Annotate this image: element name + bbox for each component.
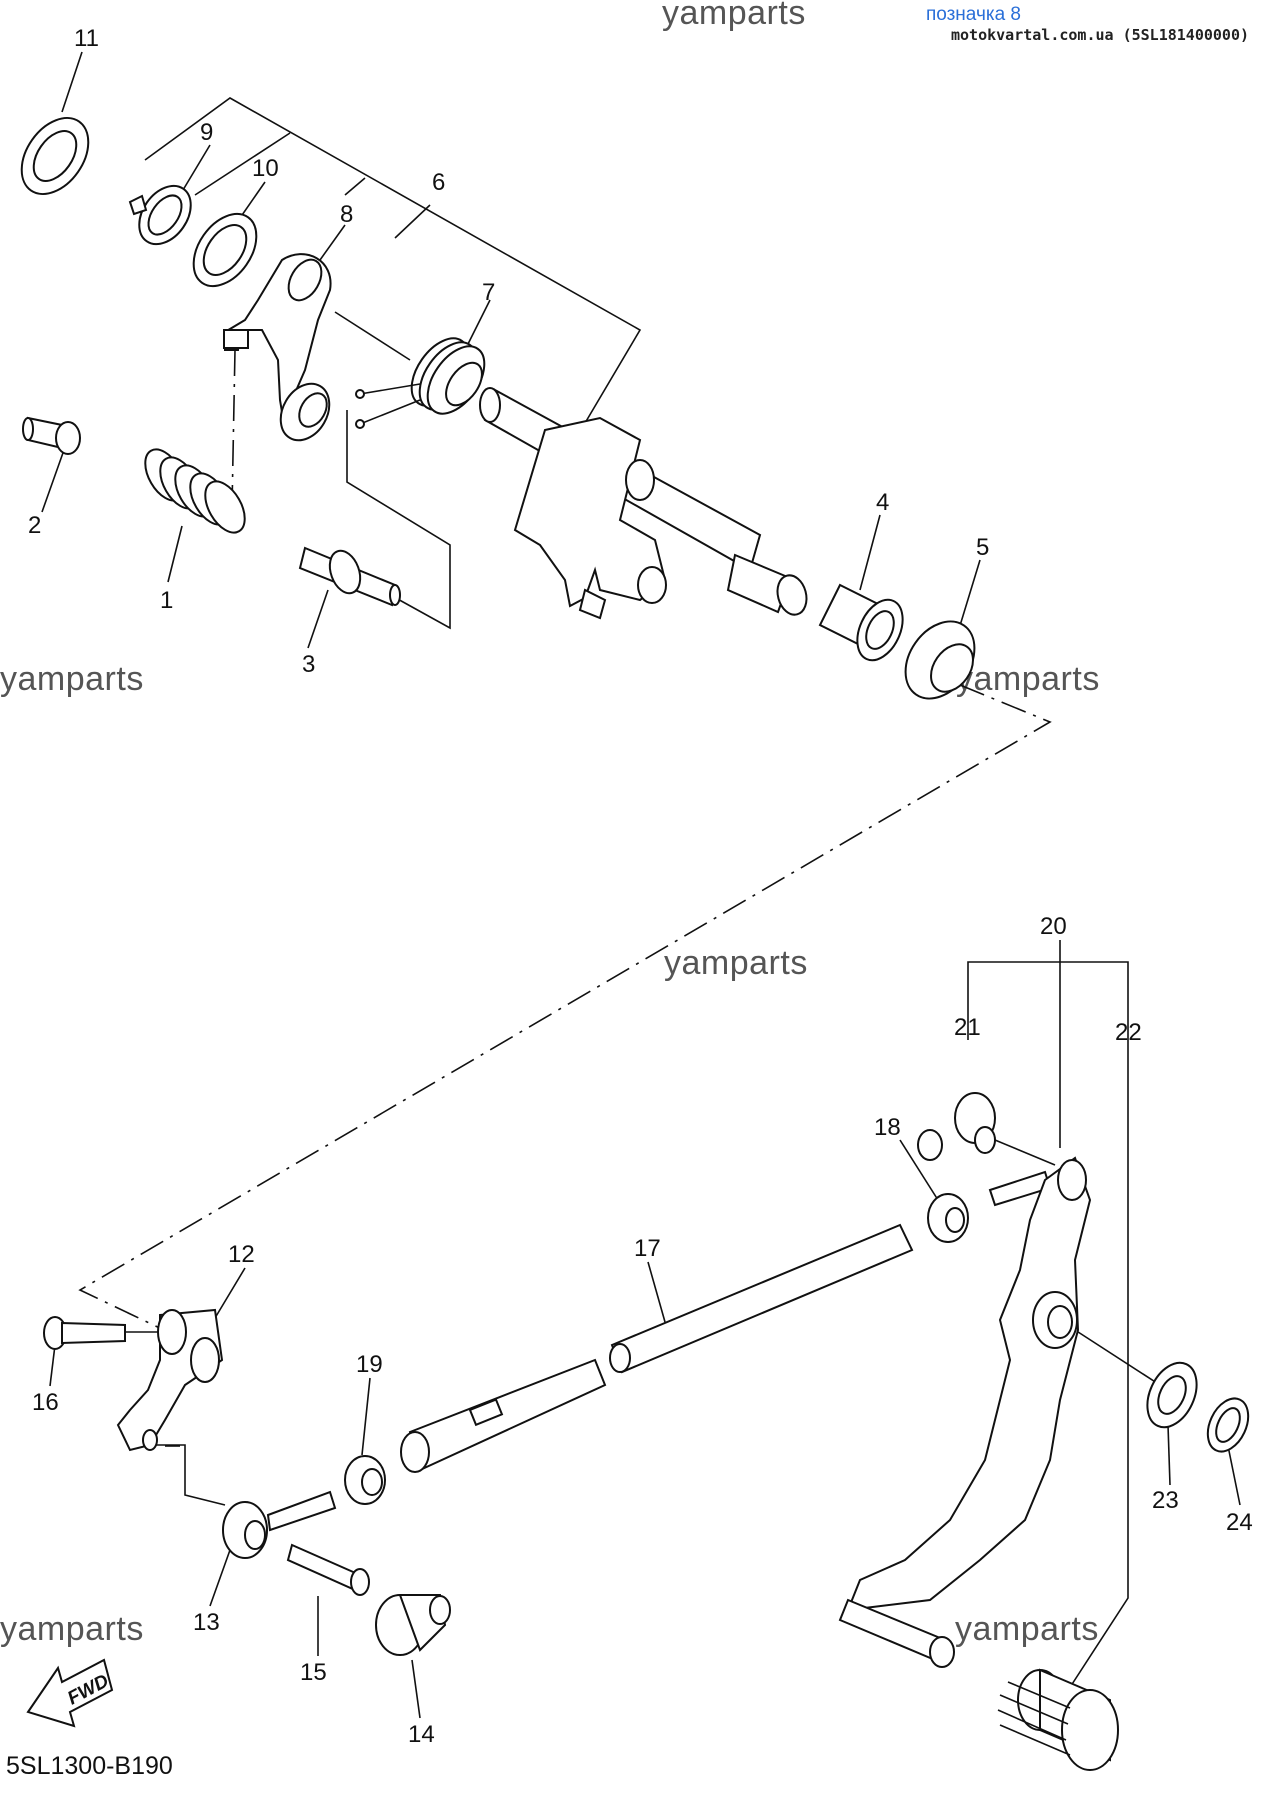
centerlines [78, 349, 1052, 1333]
callout-11: 11 [74, 25, 99, 52]
callout-2: 2 [28, 512, 41, 539]
part-9-circlip [128, 184, 192, 246]
callout-17: 17 [634, 1235, 661, 1262]
fwd-arrow-icon: FWD [26, 1658, 114, 1728]
leader-lines [41, 51, 1241, 1719]
header-badge: позначка 8 [925, 4, 1021, 25]
part-6-shift-shaft [479, 387, 808, 620]
part-5-oil-seal [904, 620, 976, 700]
part-2-pin [22, 416, 81, 455]
part-13-joint [222, 1490, 337, 1559]
watermark-right-lower: yamparts [955, 1610, 1099, 1648]
callout-16: 16 [32, 1389, 59, 1416]
callout-1: 1 [160, 587, 173, 614]
part-17-shift-rod [400, 1223, 914, 1473]
callout-10: 10 [252, 155, 279, 182]
callout-8: 8 [340, 201, 353, 228]
watermark-top: yamparts [662, 0, 806, 32]
part-4-collar [818, 583, 904, 662]
part-22-pedal-rubber [997, 1668, 1119, 1771]
callout-9: 9 [200, 119, 213, 146]
part-7-spring [355, 337, 486, 429]
part-23-washer [1146, 1361, 1198, 1429]
callout-14: 14 [408, 1721, 435, 1748]
callout-6: 6 [432, 169, 445, 196]
callout-24: 24 [1226, 1509, 1253, 1536]
part-8-lever [223, 253, 332, 442]
callout-15: 15 [300, 1659, 327, 1686]
part-3-stud [298, 546, 401, 607]
part-16-bolt [43, 1316, 126, 1350]
part-21-joint [917, 1092, 1052, 1207]
watermark-left-upper: yamparts [0, 660, 144, 698]
part-18-nut [927, 1193, 969, 1243]
part-22-shift-pedal [838, 1156, 1092, 1668]
callout-4: 4 [876, 489, 889, 516]
callout-5: 5 [976, 534, 989, 561]
callout-23: 23 [1152, 1487, 1179, 1514]
diagram-code: 5SL1300-B190 [6, 1752, 173, 1780]
watermark-right-upper: yamparts [956, 660, 1100, 698]
part-15-bolt [286, 1543, 370, 1596]
part-11-washer [20, 117, 90, 195]
callout-7: 7 [482, 279, 495, 306]
part-10-washer [192, 212, 258, 288]
callout-19: 19 [356, 1351, 383, 1378]
part-19-nut [344, 1455, 386, 1505]
callout-20: 20 [1040, 913, 1067, 940]
header-source: motokvartal.com.ua (5SL181400000) [950, 26, 1249, 44]
callout-18: 18 [874, 1114, 901, 1141]
part-1-spring [144, 448, 246, 534]
watermark-left-lower: yamparts [0, 1610, 144, 1648]
part-14-cap [375, 1594, 451, 1656]
callout-3: 3 [302, 651, 315, 678]
callout-22: 22 [1115, 1019, 1142, 1046]
callout-12: 12 [228, 1241, 255, 1268]
part-24-clip [1206, 1397, 1250, 1453]
callout-21: 21 [954, 1014, 981, 1041]
watermark-center: yamparts [664, 944, 808, 982]
part-12-shift-arm [116, 1308, 224, 1452]
callout-13: 13 [193, 1609, 220, 1636]
callout-numbers: 11 9 10 6 8 7 2 1 3 4 5 20 21 22 18 17 1… [28, 25, 1253, 1748]
